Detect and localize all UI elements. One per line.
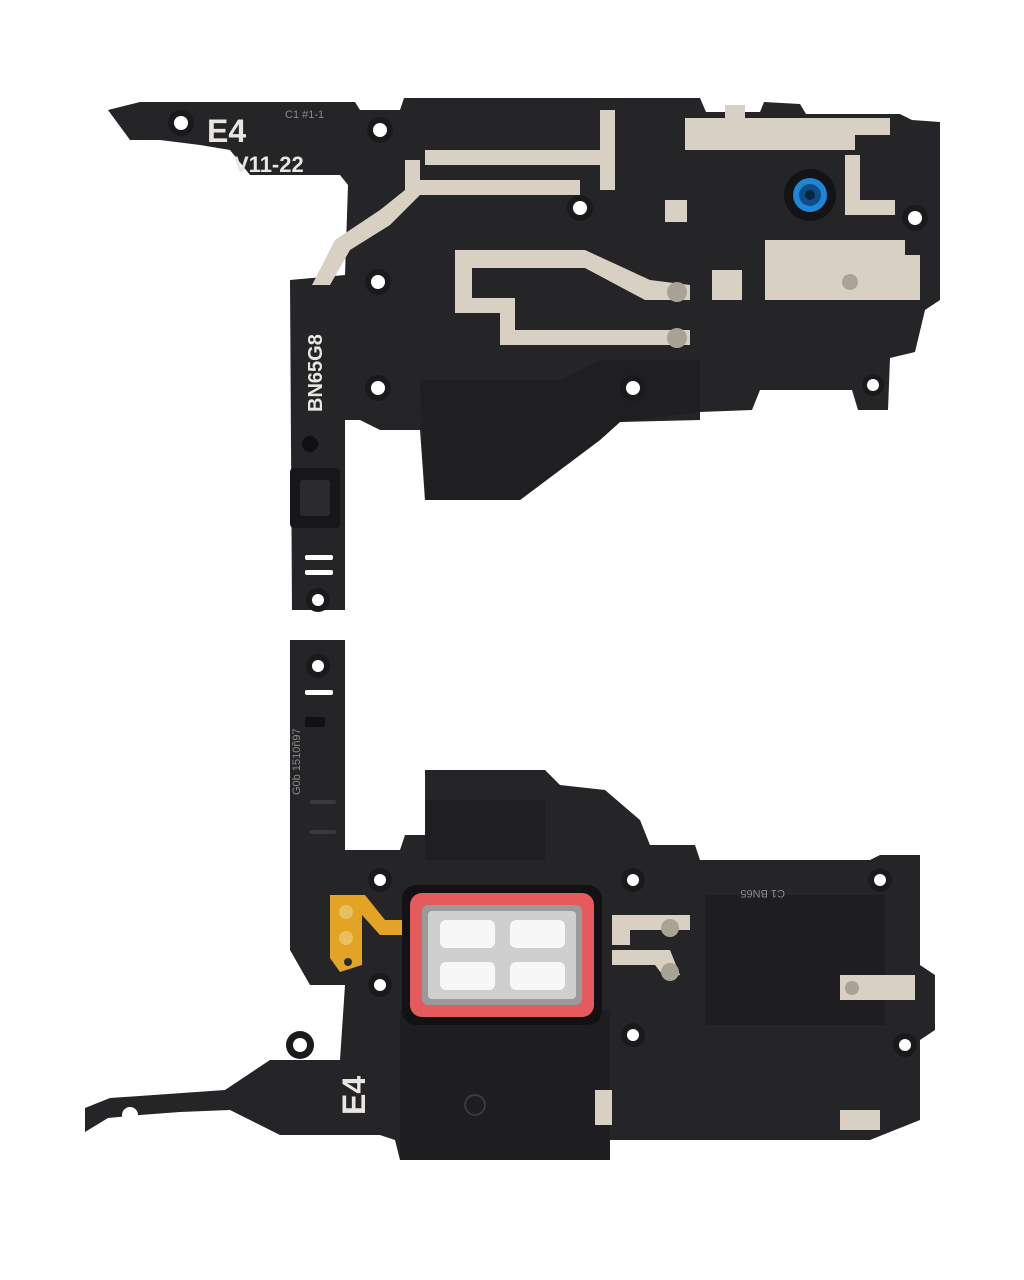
trace-top-right xyxy=(685,105,890,150)
upper-shield-plate xyxy=(420,360,700,500)
upper-screw-holes xyxy=(168,110,928,612)
vent-hole xyxy=(464,1094,486,1116)
upper-arm-slot-2 xyxy=(305,570,333,575)
lower-model-label: E4 xyxy=(336,1076,372,1115)
trace-diagonal-left xyxy=(312,160,420,285)
lower-corner-label: C1 BN65 xyxy=(740,887,785,899)
lower-shield-right xyxy=(705,895,885,1025)
flex-cable-connector xyxy=(330,895,410,972)
earpiece-speaker xyxy=(402,885,602,1025)
upper-arm-slot-1 xyxy=(305,555,333,560)
pad-trace-2 xyxy=(667,328,687,348)
lower-screw-holes xyxy=(122,654,917,1123)
trace-loop xyxy=(455,250,690,345)
upper-model-label: E4 xyxy=(207,113,246,149)
trace-pad-square xyxy=(712,270,742,300)
lower-shield-left xyxy=(400,1010,610,1160)
upper-arm-dot xyxy=(302,436,318,452)
trace-right-panel xyxy=(765,240,920,300)
pad-trace-3 xyxy=(842,274,858,290)
upper-version-label: V11-22 xyxy=(234,152,304,177)
upper-copper-traces xyxy=(312,105,920,345)
upper-antenna-bracket: E4 V11-22 C1 #1-1 BN65G8 xyxy=(108,98,940,612)
trace-right-edge xyxy=(845,155,895,215)
pad-trace-1 xyxy=(667,282,687,302)
trace-pad-small xyxy=(665,200,687,222)
camera-lens-window xyxy=(784,169,836,221)
trace-lower-5 xyxy=(840,1110,880,1130)
lower-speaker-bracket: E4 G0b 1510ñ97 C1 BN65 xyxy=(85,640,935,1160)
speaker-grille-openings xyxy=(440,920,565,990)
trace-top-long xyxy=(425,110,615,190)
lower-shield-top xyxy=(425,800,545,860)
trace-mid-band xyxy=(410,180,580,195)
upper-small-label: C1 #1-1 xyxy=(285,109,324,121)
trace-lower-4 xyxy=(595,1090,612,1125)
upper-part-number-label: BN65G8 xyxy=(305,334,327,412)
trace-lower-3 xyxy=(840,975,915,1000)
lower-side-label: G0b 1510ñ97 xyxy=(291,728,303,795)
